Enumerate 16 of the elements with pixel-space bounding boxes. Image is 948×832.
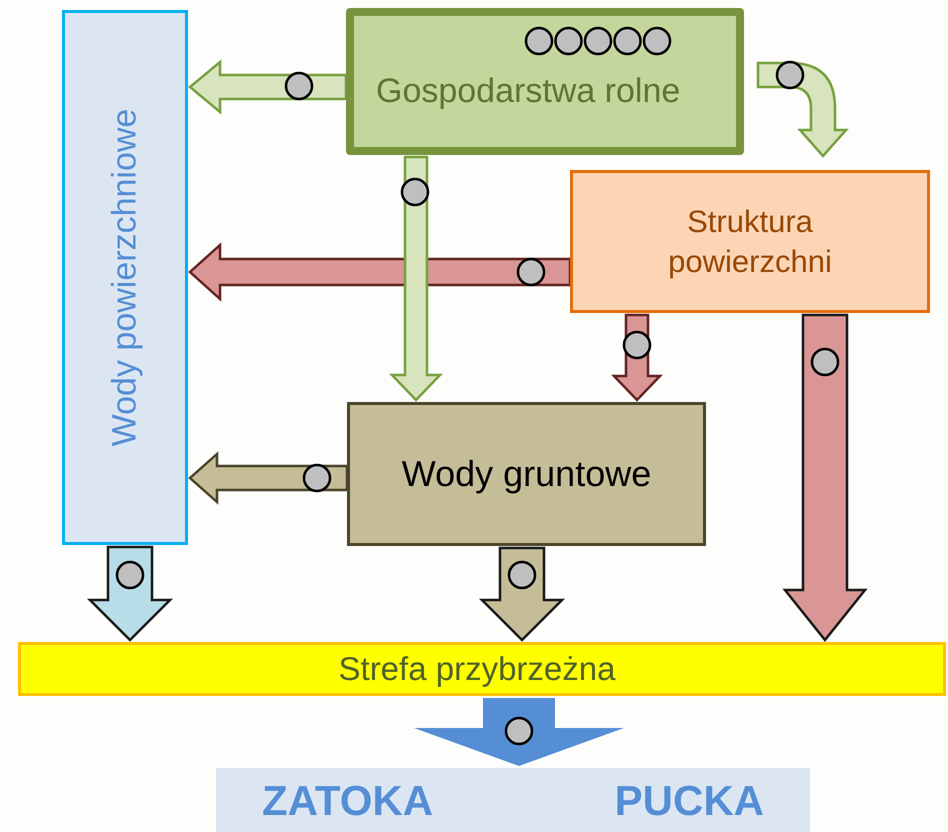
- node-label: Struktura powierzchni: [667, 202, 833, 280]
- block-arrow: [414, 698, 624, 766]
- process-box: [346, 8, 744, 155]
- node-label: ZATOKA: [262, 776, 434, 826]
- block-arrow: [782, 314, 868, 642]
- node-label: Wody gruntowe: [402, 452, 652, 496]
- process-box: [570, 170, 930, 313]
- process-box: [62, 10, 188, 545]
- node-label: Gospodarstwa rolne: [376, 71, 680, 112]
- process-box: [347, 402, 706, 546]
- node-label: Wody powierzchniowe: [104, 108, 144, 446]
- node-label: Strefa przybrzeżna: [338, 649, 616, 690]
- process-box: [216, 768, 810, 832]
- band: [18, 642, 946, 696]
- node-label: PUCKA: [614, 776, 764, 826]
- block-arrow: [389, 156, 443, 402]
